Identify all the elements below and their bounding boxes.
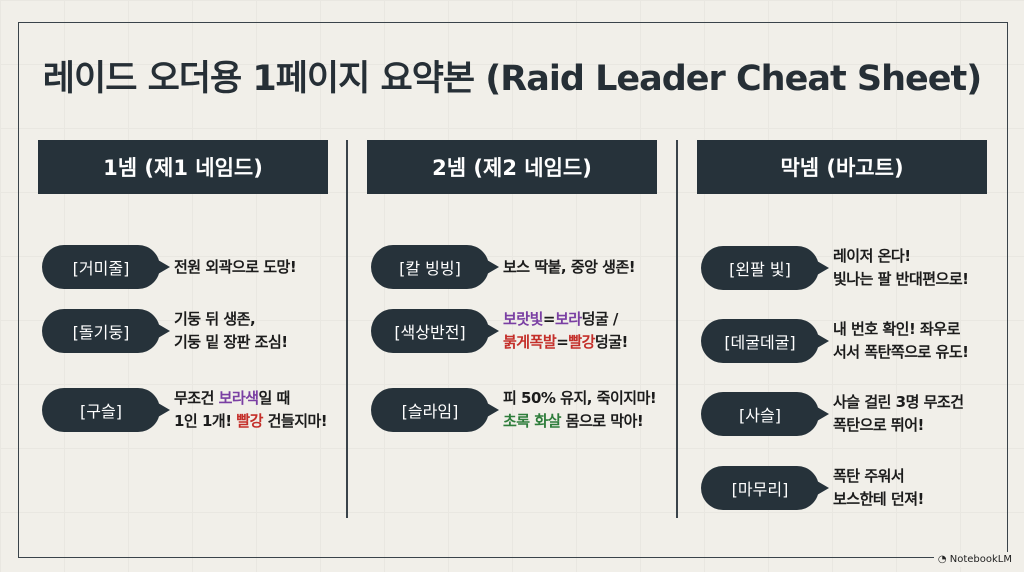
text-segment: 몸으로 막아! xyxy=(560,412,644,430)
callout-tag: [왼팔 빛] xyxy=(701,246,829,290)
callout-tag: [마무리] xyxy=(701,466,829,510)
highlight-purple: 보라 xyxy=(554,310,582,328)
text-segment: 보스한테 던져! xyxy=(833,490,924,508)
text-line: 초록 화살 몸으로 막아! xyxy=(503,410,656,433)
text-line: 보스 딱붙, 중앙 생존! xyxy=(503,256,636,279)
callout-tag: [돌기둥] xyxy=(42,309,170,353)
text-segment: 덩굴 / xyxy=(581,310,619,328)
text-segment: 기둥 밑 장판 조심! xyxy=(174,333,288,351)
highlight-red: 빨강 xyxy=(568,333,595,351)
text-segment: 폭탄 주워서 xyxy=(833,467,905,485)
callout-tag: [색상반전] xyxy=(371,309,499,353)
notebooklm-watermark: ◔ NotebookLM xyxy=(933,552,1016,567)
callout-item: [슬라임]피 50% 유지, 죽이지마! 초록 화살 몸으로 막아! xyxy=(371,387,657,433)
column-1: 1넴 (제1 네임드) [거미줄]전원 외곽으로 도망! [돌기둥]기둥 뒤 생존,… xyxy=(38,140,328,432)
callout-text: 보랏빛=보라덩굴 /붉게폭발=빨강덩굴! xyxy=(503,308,628,354)
text-line: 폭탄 주워서 xyxy=(833,465,924,488)
brand-label: NotebookLM xyxy=(949,554,1012,565)
text-line: 빛나는 팔 반대편으로! xyxy=(833,268,969,291)
callout-text: 레이저 온다! 빛나는 팔 반대편으로! xyxy=(833,245,969,291)
text-segment: 사슬 걸린 3명 무조건 xyxy=(833,393,964,411)
callout-text: 기둥 뒤 생존, 기둥 밑 장판 조심! xyxy=(174,308,288,354)
text-segment: 무조건 xyxy=(174,389,219,407)
text-line: 보랏빛=보라덩굴 / xyxy=(503,308,628,331)
column-divider xyxy=(346,140,348,518)
text-line: 내 번호 확인! 좌우로 xyxy=(833,318,969,341)
text-line: 보스한테 던져! xyxy=(833,488,924,511)
text-line: 전원 외곽으로 도망! xyxy=(174,256,297,279)
text-segment: 서서 폭탄쪽으로 유도! xyxy=(833,343,969,361)
column-header: 1넴 (제1 네임드) xyxy=(38,140,328,194)
text-line: 1인 1개! 빨강 건들지마! xyxy=(174,410,328,433)
highlight-purple: 보라색 xyxy=(218,389,259,407)
callout-item: [왼팔 빛]레이저 온다! 빛나는 팔 반대편으로! xyxy=(701,245,969,291)
callout-text: 피 50% 유지, 죽이지마! 초록 화살 몸으로 막아! xyxy=(503,387,657,433)
text-segment: 일 때 xyxy=(258,389,291,407)
column-divider xyxy=(676,140,678,518)
column-header: 막넴 (바고트) xyxy=(697,140,987,194)
text-line: 붉게폭발=빨강덩굴! xyxy=(503,331,628,354)
callout-item: [돌기둥]기둥 뒤 생존, 기둥 밑 장판 조심! xyxy=(42,308,288,354)
highlight-red: 붉게폭발 xyxy=(503,333,557,351)
text-line: 무조건 보라색일 때 xyxy=(174,387,327,410)
text-line: 기둥 밑 장판 조심! xyxy=(174,331,288,354)
text-segment: 건들지마! xyxy=(262,412,328,430)
callout-tag: [사슬] xyxy=(701,392,829,436)
text-line: 레이저 온다! xyxy=(833,245,969,268)
text-segment: 내 번호 확인! 좌우로 xyxy=(833,320,960,338)
column-header: 2넴 (제2 네임드) xyxy=(367,140,657,194)
page-title: 레이드 오더용 1페이지 요약본 (Raid Leader Cheat Shee… xyxy=(42,59,982,99)
text-segment: 레이저 온다! xyxy=(833,247,911,265)
page-frame xyxy=(18,22,1008,558)
callout-tag: [슬라임] xyxy=(371,388,499,432)
callout-item: [칼 빙빙]보스 딱붙, 중앙 생존! xyxy=(371,245,636,289)
callout-item: [거미줄]전원 외곽으로 도망! xyxy=(42,245,297,289)
text-line: 사슬 걸린 3명 무조건 xyxy=(833,391,964,414)
callout-item: [색상반전]보랏빛=보라덩굴 /붉게폭발=빨강덩굴! xyxy=(371,308,628,354)
callout-tag: [거미줄] xyxy=(42,245,170,289)
text-segment: 폭탄으로 뛰어! xyxy=(833,416,924,434)
text-segment: 덩굴! xyxy=(594,333,628,351)
text-segment: 기둥 뒤 생존, xyxy=(174,310,256,328)
text-line: 폭탄으로 뛰어! xyxy=(833,414,964,437)
callout-text: 전원 외곽으로 도망! xyxy=(174,256,297,279)
highlight-red: 빨강 xyxy=(236,412,263,430)
callout-tag: [데굴데굴] xyxy=(701,319,829,363)
callout-tag: [칼 빙빙] xyxy=(371,245,499,289)
column-2: 2넴 (제2 네임드)[칼 빙빙]보스 딱붙, 중앙 생존![색상반전]보랏빛=… xyxy=(367,140,657,432)
callout-tag: [구슬] xyxy=(42,388,170,432)
callout-text: 보스 딱붙, 중앙 생존! xyxy=(503,256,636,279)
highlight-purple: 보랏빛 xyxy=(503,310,543,328)
text-segment: 보스 딱붙, 중앙 생존! xyxy=(503,257,636,276)
text-segment: 1인 1개! xyxy=(174,412,237,430)
text-line: 서서 폭탄쪽으로 유도! xyxy=(833,341,969,364)
text-line: 기둥 뒤 생존, xyxy=(174,308,288,331)
text-segment: = xyxy=(542,310,556,328)
text-segment: 빛나는 팔 반대편으로! xyxy=(833,270,969,288)
column-3: 막넴 (바고트) [왼팔 빛]레이저 온다! 빛나는 팔 반대편으로! [데굴데굴]내… xyxy=(697,140,987,510)
text-line: 피 50% 유지, 죽이지마! xyxy=(503,387,657,410)
text-segment: 피 50% 유지, 죽이지마! xyxy=(503,389,657,407)
text-segment: = xyxy=(556,333,569,351)
highlight-green: 초록 화살 xyxy=(503,412,561,430)
text-segment: 전원 외곽으로 도망! xyxy=(174,257,297,276)
